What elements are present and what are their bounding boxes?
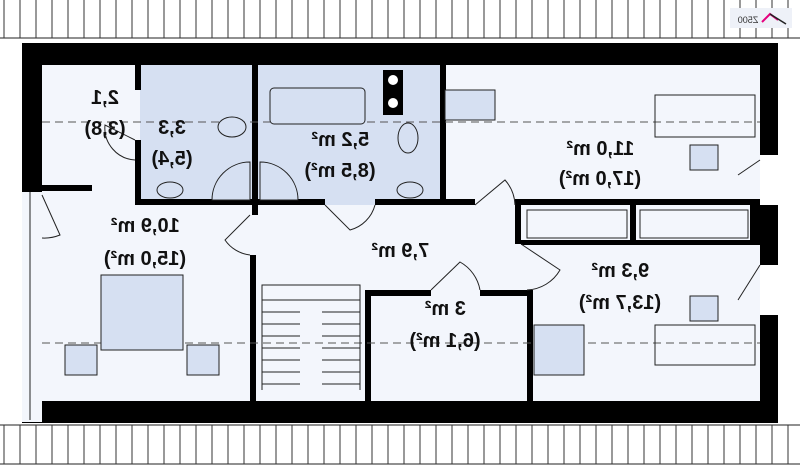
room-area-total: (6,1 m²) — [409, 330, 480, 352]
wardrobe-icon — [639, 209, 749, 239]
room-area-total: (17,0 m²) — [559, 168, 641, 190]
room-area-total: (15,0 m²) — [104, 248, 186, 270]
desk-icon — [654, 324, 756, 366]
nightstand-icon — [186, 344, 220, 376]
desk-icon — [654, 94, 756, 138]
room-area-total: (13,7 m²) — [579, 292, 661, 314]
bed-icon — [533, 324, 585, 376]
wardrobe-icon — [526, 209, 628, 239]
room-labels: 2,1 (3,8) 3,3 (5,4) 5,2 m² (8,5 m²) 11,0… — [84, 87, 661, 352]
room-area: 2,1 — [91, 87, 119, 109]
room-area: 3 m² — [424, 298, 465, 320]
washer-icon — [383, 70, 403, 115]
bed-icon — [444, 89, 496, 121]
room-area: 11,0 m² — [566, 138, 634, 160]
chair-icon — [689, 295, 719, 322]
doors[interactable] — [41, 124, 761, 301]
svg-text:Z500: Z500 — [738, 15, 759, 25]
shower-icon — [211, 161, 251, 201]
room-area-total: (8,5 m²) — [304, 160, 375, 182]
room-area-total: (5,4) — [151, 148, 192, 170]
toilet-icon — [217, 116, 247, 138]
double-bed-icon — [100, 274, 184, 351]
chair-icon — [689, 144, 719, 171]
roof-hatch-bottom — [0, 424, 800, 465]
room-area: 7,9 m² — [371, 240, 429, 262]
room-area: 10,9 m² — [111, 215, 180, 237]
room-area: 5,2 m² — [311, 129, 369, 151]
room-area: 3,3 — [158, 117, 186, 139]
bathtub-icon — [269, 87, 366, 125]
z500-logo: Z500 — [730, 8, 792, 28]
furniture — [64, 70, 756, 390]
nightstand-icon — [64, 344, 98, 376]
interior-walls — [42, 65, 760, 401]
room-area-total: (3,8) — [84, 118, 125, 140]
shower-icon — [259, 161, 299, 201]
room-area: 9,3 m² — [591, 260, 649, 282]
sink-icon — [156, 181, 184, 199]
sink-icon — [396, 181, 424, 199]
toilet-icon — [397, 122, 419, 154]
roof-hatch-top — [0, 0, 800, 40]
